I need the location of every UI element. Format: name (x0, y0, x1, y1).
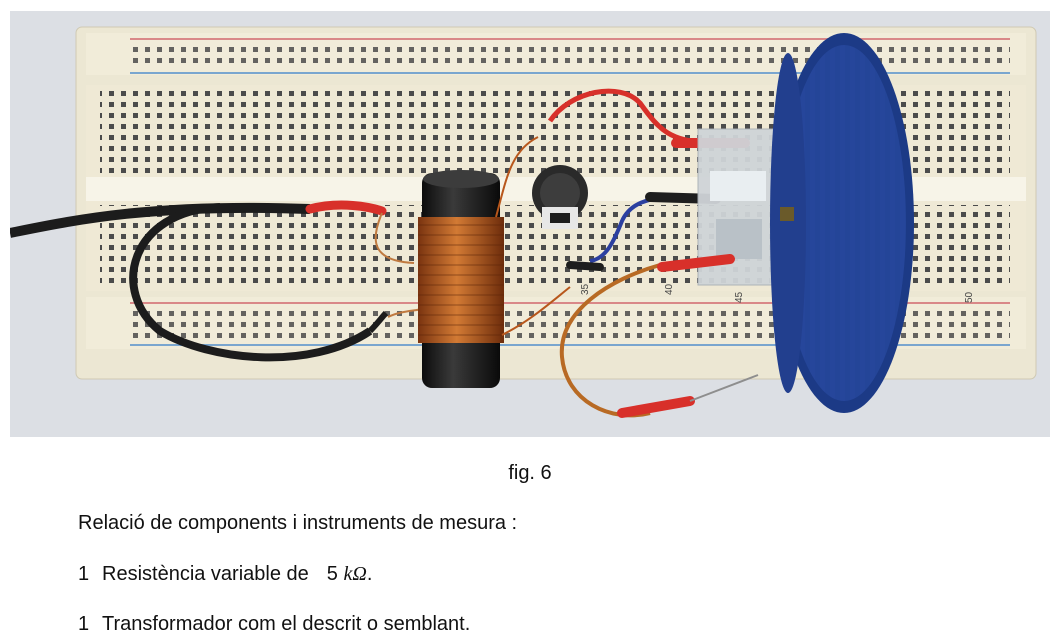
potentiometer (532, 165, 588, 229)
item-unit: kΩ (343, 563, 367, 585)
black-cable (10, 200, 423, 362)
figure-caption: fig. 6 (508, 462, 552, 484)
component-item: 1 Transformador com el descrit o semblant… (78, 613, 470, 636)
components-heading: Relació de components i instruments de m… (78, 512, 518, 534)
transformer-coil (418, 170, 504, 388)
item-quantity: 1 (78, 613, 90, 635)
item-value: 5 (326, 563, 338, 585)
circuit-photo: 35 40 45 50 (10, 11, 1050, 437)
blue-bottle-cap (770, 33, 914, 413)
item-description: Resistència variable de (102, 563, 309, 585)
circuit-illustration: 35 40 45 50 (10, 26, 1037, 418)
item-tail: . (366, 563, 373, 585)
item-quantity: 1 (78, 563, 90, 585)
component-item: 1 Resistència variable de 5 kΩ. (78, 563, 372, 586)
column-label: 50 (964, 291, 975, 303)
item-description: Transformador com el descrit o semblant. (102, 613, 471, 635)
column-label: 40 (664, 283, 675, 295)
column-label: 45 (734, 291, 745, 303)
column-label: 35 (580, 283, 591, 295)
